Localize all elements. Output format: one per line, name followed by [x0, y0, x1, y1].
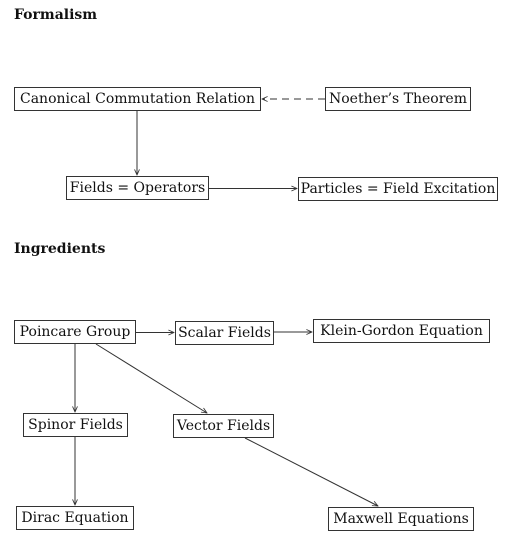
section-heading-ingredients: Ingredients	[14, 241, 106, 257]
edge-poincare-to-vector	[95, 343, 207, 413]
node-vector-fields: Vector Fields	[173, 414, 274, 438]
section-heading-formalism: Formalism	[14, 7, 98, 23]
edge-vector-to-maxwell	[244, 437, 378, 506]
node-dirac-equation: Dirac Equation	[16, 506, 134, 530]
node-canonical-commutation-relation: Canonical Commutation Relation	[14, 87, 261, 111]
node-scalar-fields: Scalar Fields	[175, 321, 274, 345]
node-fields-operators: Fields = Operators	[66, 176, 209, 200]
node-poincare-group: Poincare Group	[14, 320, 136, 344]
node-klein-gordon-equation: Klein-Gordon Equation	[313, 319, 490, 343]
node-particles-field-excitation: Particles = Field Excitation	[298, 177, 498, 201]
node-spinor-fields: Spinor Fields	[23, 413, 128, 437]
node-maxwell-equations: Maxwell Equations	[328, 507, 474, 531]
node-noethers-theorem: Noether’s Theorem	[325, 87, 471, 111]
